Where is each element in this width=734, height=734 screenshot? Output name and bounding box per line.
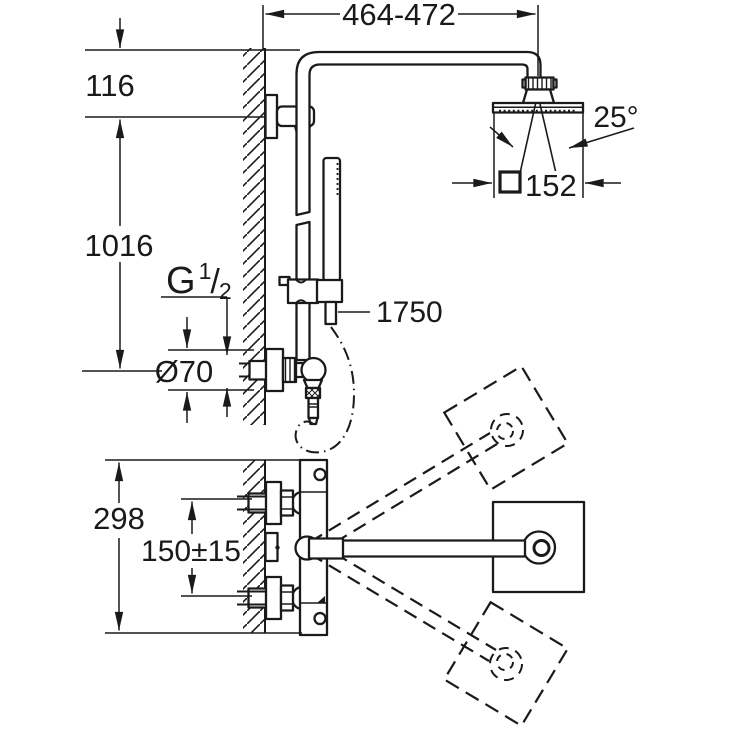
spray-angle-lines: [519, 103, 557, 172]
head-size-label: 152: [525, 168, 577, 203]
supply-union-top: [237, 480, 314, 526]
dim-head-size: 152: [452, 106, 621, 203]
dim-body-height: 298: [93, 459, 302, 634]
arm-reach-label: 464-472: [342, 0, 456, 32]
dim-supply-spacing: 150±15: [141, 498, 252, 597]
head-shower-plan: [294, 500, 586, 594]
swivel-position-upper: [309, 364, 570, 555]
bracket-offset-label: 116: [85, 68, 134, 103]
hand-shower-holder: [278, 275, 344, 326]
diverter-valve: [239, 347, 327, 426]
head-shower: [491, 101, 585, 114]
hand-shower: [322, 156, 342, 283]
supply-spacing-label: 150±15: [141, 535, 241, 568]
dim-arm-reach: 464-472: [262, 0, 539, 76]
shower-hose: [294, 326, 356, 454]
body-height-label: 298: [93, 501, 145, 536]
plan-view: 298 150±15: [93, 364, 586, 728]
front-view: 25° 152 464-472 116: [82, 0, 639, 454]
dim-hose-length: 1750: [338, 296, 443, 329]
escutcheon-diameter-label: Ø70: [155, 354, 214, 389]
dim-spray-angle: 25°: [489, 101, 639, 149]
swivel-position-lower: [309, 541, 570, 728]
dim-escutcheon: Ø70: [155, 317, 254, 423]
square-dimension-icon: [498, 170, 522, 194]
hose-length-label: 1750: [376, 296, 443, 329]
riser-height-label: 1016: [85, 228, 154, 263]
dim-riser-height: 1016: [82, 119, 162, 372]
dim-bracket-offset: 116: [85, 18, 300, 118]
supply-union-bottom: [237, 575, 314, 621]
spray-angle-label: 25°: [593, 101, 638, 134]
head-shower-joint: [521, 76, 558, 105]
